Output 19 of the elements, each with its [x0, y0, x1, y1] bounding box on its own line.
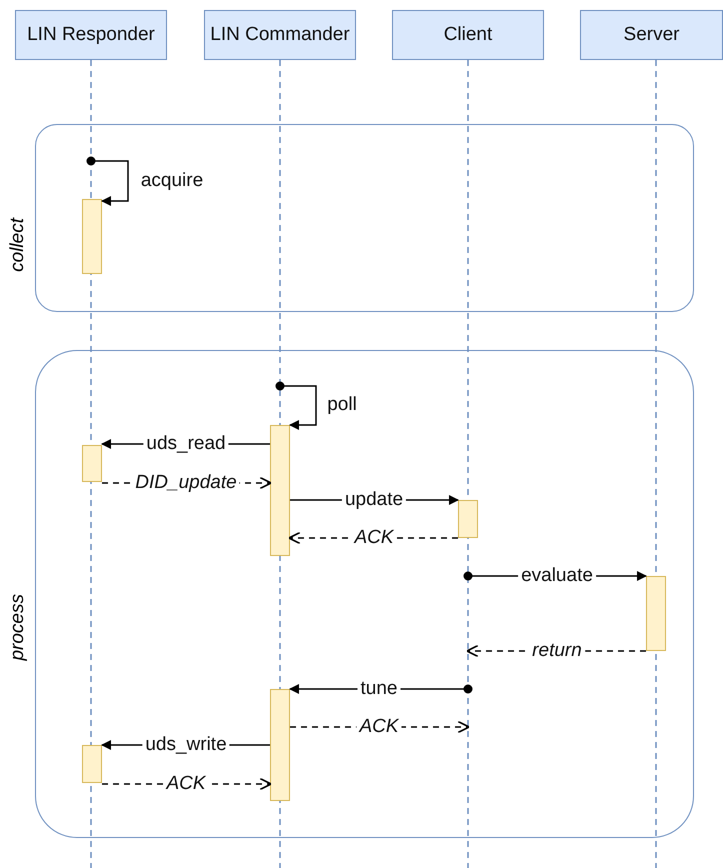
- edge-label: update: [342, 489, 406, 511]
- edge-label: uds_read: [143, 433, 229, 455]
- participant-box: Client: [392, 10, 544, 60]
- activation-bar: [82, 199, 102, 274]
- edge-label: uds_write: [142, 734, 230, 756]
- activation-bar: [646, 576, 666, 651]
- activation-bar: [82, 445, 102, 482]
- activation-bar: [270, 689, 290, 801]
- participant-box: LIN Commander: [204, 10, 356, 60]
- participant-box: Server: [580, 10, 723, 60]
- frame-label: process: [7, 594, 29, 661]
- message-arrow: [86, 156, 129, 206]
- frame-label: collect: [7, 218, 29, 272]
- activation-bar: [270, 425, 290, 556]
- participant-box: LIN Responder: [15, 10, 167, 60]
- activation-bar: [458, 500, 478, 538]
- edge-label: DID_update: [132, 472, 240, 494]
- activation-bar: [82, 745, 102, 783]
- message-arrow: [276, 382, 317, 430]
